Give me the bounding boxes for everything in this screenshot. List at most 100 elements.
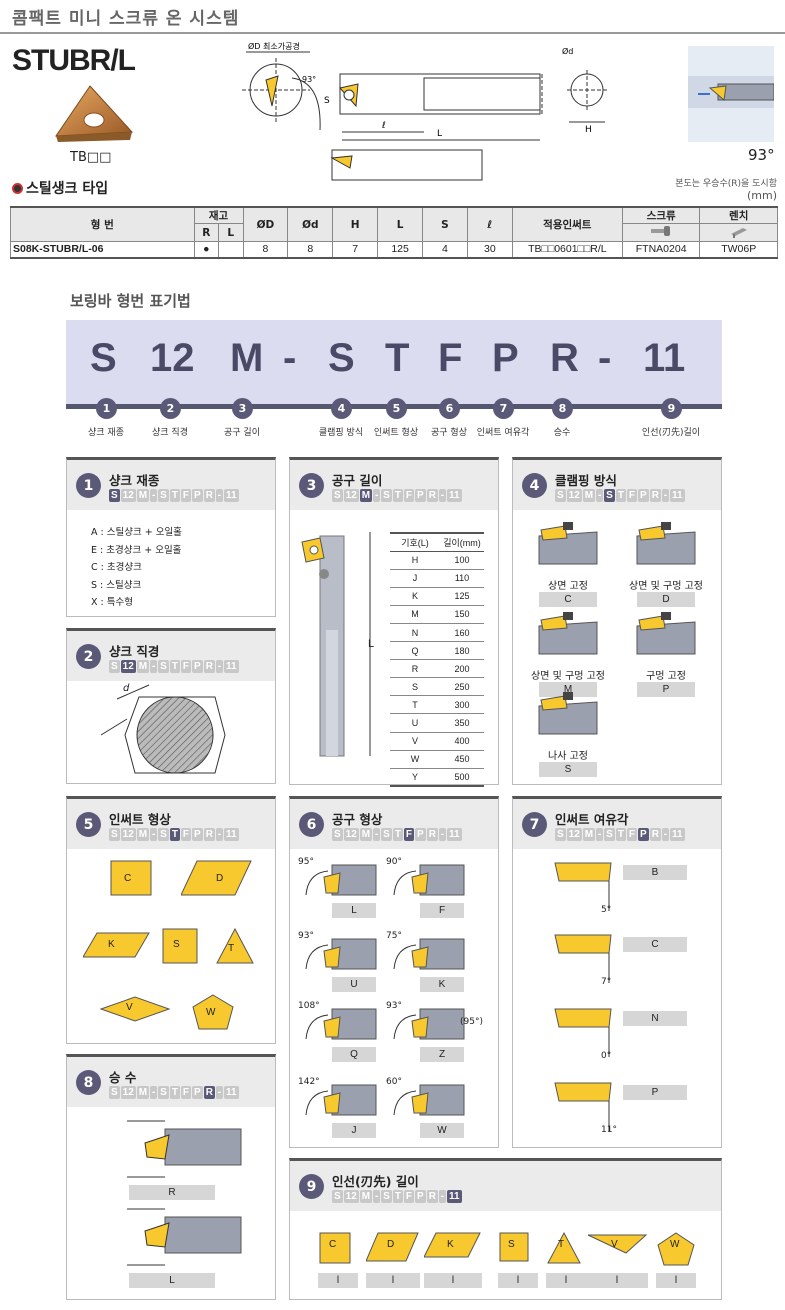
col-ell: ℓ	[466, 206, 513, 242]
designation-num: 8	[552, 398, 573, 419]
panel-title: 공구 길이	[332, 473, 383, 488]
designation-label: 공구 형상	[431, 428, 467, 438]
od-label: Ød	[562, 46, 573, 56]
tool-code: U	[332, 977, 376, 992]
code-char: 11	[643, 336, 686, 380]
clamp-caption: 상면 고정	[548, 581, 588, 592]
clamp-code: D	[637, 592, 695, 607]
tool-angle: 142°	[298, 1077, 320, 1087]
length-dim: l	[498, 1273, 538, 1288]
min-bore-label: ØD 최소가공경	[248, 41, 300, 51]
designation-num: 4	[331, 398, 352, 419]
clearance-icon	[553, 931, 623, 991]
tool-drawing: ØD 최소가공경 93° S ℓ L Ød H	[242, 41, 607, 181]
screw-icon	[621, 223, 701, 242]
clearance-code: N	[623, 1011, 687, 1026]
clearance-code: B	[623, 865, 687, 880]
clamp-caption: 상면 및 구멍 고정	[531, 671, 605, 682]
panel-title: 인써트 여유각	[555, 812, 629, 827]
material-item: X : 특수형	[91, 597, 133, 608]
length-shape-code: T	[558, 1239, 565, 1250]
hand-icon	[125, 1205, 245, 1283]
designation-label: 인써트 여유각	[476, 428, 530, 438]
clearance-icon	[553, 1079, 623, 1139]
length-shape-code: K	[447, 1239, 454, 1250]
tool-shape-icon	[386, 933, 466, 987]
tool-length-drawing	[294, 510, 384, 764]
code-char: M	[230, 336, 264, 380]
clearance-angle: 11°	[601, 1125, 617, 1135]
tool-code: W	[420, 1123, 464, 1138]
panel-title: 인선(刃先) 길이	[332, 1174, 419, 1189]
col-screw: 스크류	[621, 206, 701, 224]
panel-number: 1	[76, 473, 101, 498]
length-shape	[656, 1231, 696, 1273]
clearance-angle: 5°	[601, 905, 612, 915]
code-char: F	[438, 336, 463, 380]
panel-number: 8	[76, 1070, 101, 1095]
spec-table: 형 번 재고 ØD Ød H L S ℓ 적용인써트 스크류 렌치 R L S0…	[10, 206, 778, 259]
tool-shape-icon	[386, 1003, 466, 1057]
l-label: L	[437, 129, 442, 139]
code-char: -	[598, 336, 612, 380]
hand-code: L	[129, 1273, 215, 1288]
length-shape	[586, 1231, 648, 1273]
header-divider	[0, 32, 785, 34]
clamp-icon	[633, 522, 699, 576]
length-shape-code: C	[329, 1239, 337, 1250]
designation-num: 2	[160, 398, 181, 419]
designation-num: 1	[96, 398, 117, 419]
designation-num: 7	[493, 398, 514, 419]
bullet-icon	[12, 183, 23, 194]
clearance-code: P	[623, 1085, 687, 1100]
length-dim: l	[656, 1273, 696, 1288]
clearance-angle: 0°	[601, 1051, 612, 1061]
s-label: S	[324, 96, 330, 106]
clearance-icon	[553, 1005, 623, 1065]
angle-label: 93°	[302, 75, 316, 84]
panel-title: 샹크 직경	[109, 644, 160, 659]
tool-code: Z	[420, 1047, 464, 1062]
designation-label: 인써트 형상	[373, 428, 419, 438]
length-shape-code: V	[611, 1239, 618, 1250]
insert-shape	[161, 927, 199, 969]
hand-code: R	[129, 1185, 215, 1200]
code-char: R	[550, 336, 579, 380]
clamp-code: C	[539, 592, 597, 607]
clamp-icon	[535, 612, 601, 666]
panel-title: 인써트 형상	[109, 812, 171, 827]
tool-code: F	[420, 903, 464, 918]
designation-label: 샹크 직경	[152, 428, 188, 438]
clamp-caption: 나사 고정	[548, 751, 588, 762]
insert-shape	[191, 993, 235, 1035]
hand-icon	[125, 1117, 245, 1195]
length-dim: l	[424, 1273, 482, 1288]
col-d: Ød	[287, 206, 334, 242]
material-item: S : 스틸샹크	[91, 579, 142, 591]
code-char: S	[328, 336, 355, 380]
clearance-code: C	[623, 937, 687, 952]
tool-shape-icon	[298, 1079, 378, 1133]
code-char: -	[283, 336, 297, 380]
panel-title: 클램핑 방식	[555, 473, 617, 488]
panel-number: 3	[299, 473, 324, 498]
tool-angle: 75°	[386, 931, 402, 941]
